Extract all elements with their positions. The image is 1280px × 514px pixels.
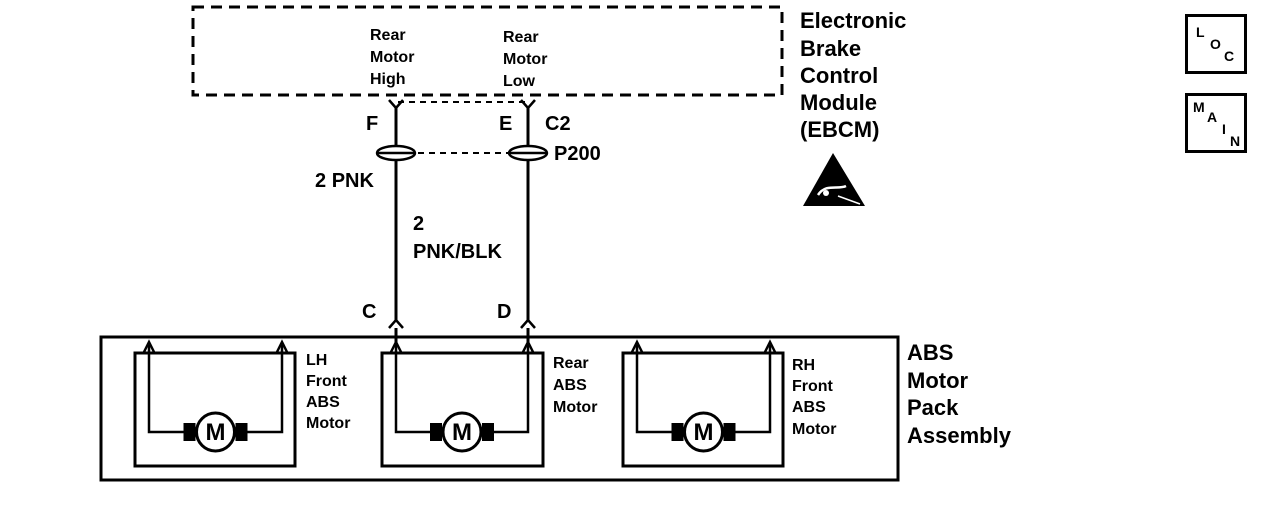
motor-icon	[441, 411, 483, 453]
motor-brush-left	[183, 423, 196, 441]
pin-f-symbol	[388, 99, 404, 110]
motor-feed-left	[394, 345, 432, 434]
loc-button[interactable]: L O C	[1185, 14, 1247, 74]
motor-feed-right	[492, 345, 530, 434]
motor-icon	[195, 411, 236, 453]
main-button[interactable]: M A I N	[1185, 93, 1247, 153]
pin-d-label: D	[497, 301, 511, 323]
main-letter-a: A	[1207, 109, 1218, 125]
motor-symbol: M	[452, 419, 472, 446]
pin-e-label: E	[499, 113, 512, 135]
lh-front-motor-unit: M	[133, 339, 297, 468]
pin-c-label: C	[362, 301, 376, 323]
main-letter-m: M	[1193, 99, 1205, 115]
motor-symbol: M	[694, 419, 714, 446]
motor-brush-left	[671, 423, 684, 441]
connector-c2-label: C2	[545, 113, 571, 135]
motor-feed-right	[245, 345, 284, 434]
abs-motor-pack-box	[99, 335, 900, 482]
wire-pnk-label: 2 PNK	[315, 170, 374, 192]
p200-label: P200	[554, 143, 601, 165]
terminal-arrow-left	[142, 339, 156, 353]
main-letter-n: N	[1230, 133, 1241, 149]
motor-enclosure	[380, 351, 545, 468]
terminal-arrow-left	[389, 339, 403, 353]
terminal-arrow-right	[763, 339, 777, 353]
motor-feed-left	[635, 345, 674, 434]
esd-warning-icon	[803, 153, 865, 206]
motor-enclosure	[133, 351, 297, 468]
rear-motor-low-label: Rear Motor Low	[503, 29, 552, 90]
lh-front-motor-label: LH Front ABS Motor	[306, 352, 351, 432]
ebcm-name: Electronic Brake Control Module (EBCM)	[800, 8, 913, 142]
motor-feed-left	[147, 345, 186, 434]
pin-f-label: F	[366, 113, 378, 135]
rear-motor-unit: M	[380, 339, 545, 468]
rear-motor-label: Rear ABS Motor	[553, 355, 597, 416]
motor-brush-left	[430, 423, 442, 441]
motor-enclosure	[621, 351, 785, 468]
motor-brush-right	[723, 423, 736, 441]
loc-letter-o: O	[1210, 36, 1221, 52]
terminal-arrow-right	[275, 339, 289, 353]
motor-icon	[683, 411, 724, 453]
terminal-arrow-left	[630, 339, 644, 353]
pin-c-symbol	[388, 318, 404, 329]
rh-front-motor-unit: M	[621, 339, 785, 468]
pin-e-symbol	[520, 99, 536, 110]
main-letter-i: I	[1222, 121, 1226, 137]
ebcm-module-box	[191, 5, 784, 97]
motor-feed-right	[733, 345, 772, 434]
wire-pnk-blk-label: 2 PNK/BLK	[413, 213, 502, 263]
terminal-arrow-right	[521, 339, 535, 353]
motor-brush-right	[235, 423, 248, 441]
motor-symbol: M	[206, 419, 226, 446]
rh-front-motor-label: RH Front ABS Motor	[792, 357, 837, 438]
loc-letter-l: L	[1196, 24, 1205, 40]
pin-d-symbol	[520, 318, 536, 329]
rear-motor-high-label: Rear Motor High	[370, 27, 419, 88]
abs-assembly-name: ABS Motor Pack Assembly	[907, 340, 1012, 448]
loc-letter-c: C	[1224, 48, 1235, 64]
motor-brush-right	[482, 423, 494, 441]
